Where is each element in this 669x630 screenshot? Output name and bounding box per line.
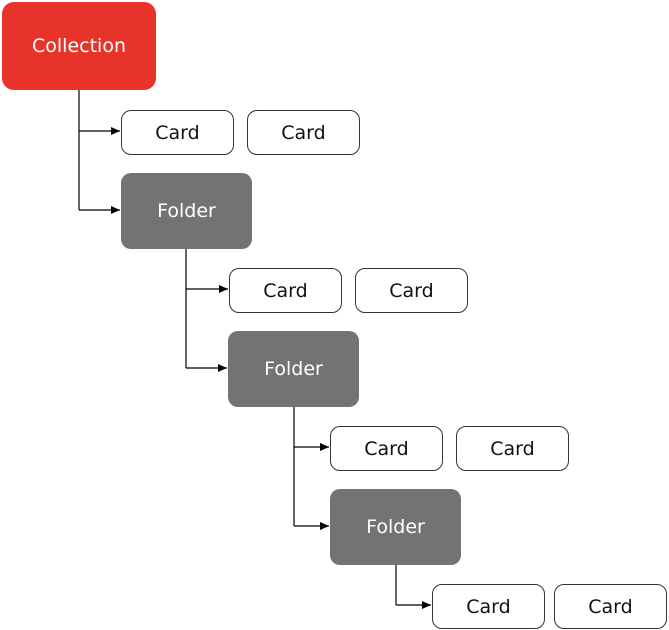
folder-label: Folder: [264, 358, 323, 380]
card-label: Card: [155, 121, 200, 144]
folder-label: Folder: [366, 516, 425, 538]
card-node: Card: [247, 110, 360, 155]
card-node: Card: [432, 584, 545, 629]
card-node: Card: [330, 426, 443, 471]
card-node: Card: [554, 584, 667, 629]
collection-label: Collection: [32, 35, 126, 57]
card-label: Card: [466, 595, 511, 618]
card-label: Card: [281, 121, 326, 144]
folder-node: Folder: [330, 489, 461, 565]
card-label: Card: [364, 437, 409, 460]
folder-node: Folder: [228, 331, 359, 407]
card-label: Card: [389, 279, 434, 302]
collection-node: Collection: [2, 2, 156, 90]
card-label: Card: [588, 595, 633, 618]
folder-node: Folder: [121, 173, 252, 249]
folder-label: Folder: [157, 200, 216, 222]
card-node: Card: [121, 110, 234, 155]
card-node: Card: [456, 426, 569, 471]
card-label: Card: [263, 279, 308, 302]
card-label: Card: [490, 437, 535, 460]
card-node: Card: [229, 268, 342, 313]
card-node: Card: [355, 268, 468, 313]
